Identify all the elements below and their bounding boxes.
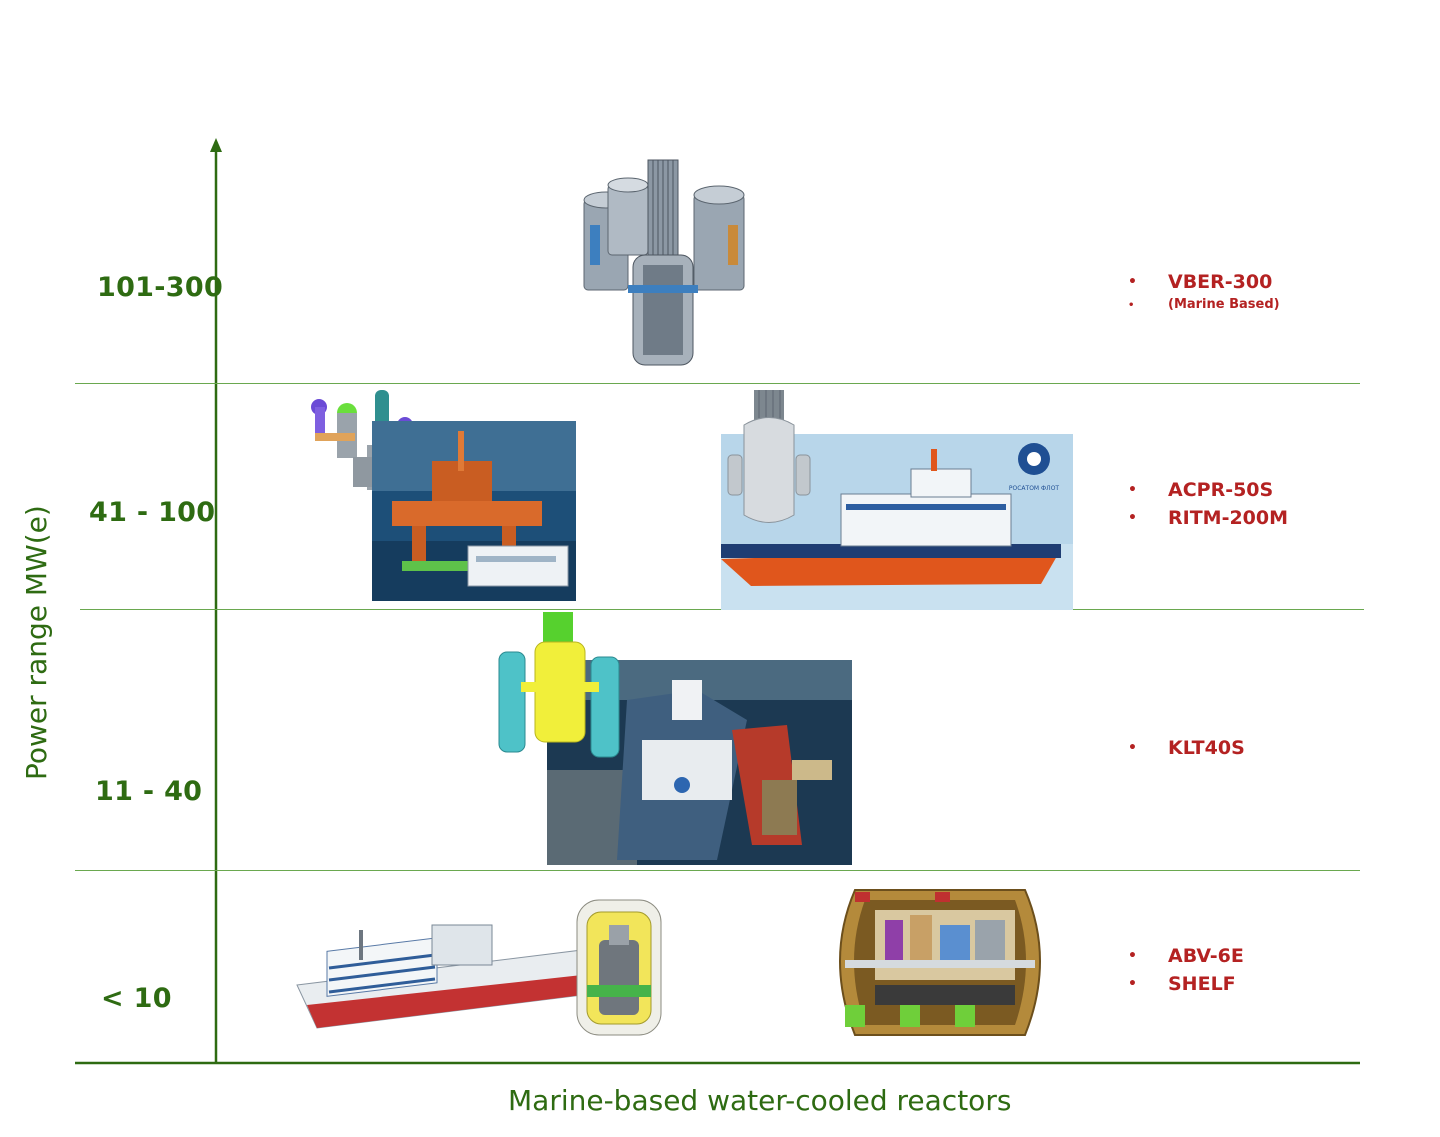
abv-barge-image <box>296 924 583 1029</box>
reactor-list-41-100: •ACPR-50S •RITM-200M <box>1128 476 1288 532</box>
klt-barge-image <box>547 660 852 865</box>
band-label-11-40: 11 - 40 <box>95 776 203 807</box>
reactor-name: RITM-200M <box>1168 507 1289 529</box>
x-axis-label: Marine-based water-cooled reactors <box>508 1084 1012 1117</box>
abv-reactor-image <box>576 899 662 1036</box>
vber-reactor-image <box>583 159 745 366</box>
reactor-name: SHELF <box>1168 973 1236 995</box>
reactor-list-101-300: •VBER-300 •(Marine Based) <box>1128 268 1280 314</box>
reactor-list-11-40: •KLT40S <box>1128 734 1245 762</box>
y-axis-label: Power range MW(e) <box>20 505 53 780</box>
band-divider-1 <box>75 383 1360 384</box>
shelf-capsule-image <box>839 889 1041 1036</box>
ritm-reactor-image <box>727 390 811 523</box>
reactor-name: VBER-300 <box>1168 271 1273 293</box>
acpr-platform-image <box>372 421 576 601</box>
band-label-lt-10: < 10 <box>101 983 172 1014</box>
band-label-41-100: 41 - 100 <box>89 497 216 528</box>
ritm-icebreaker-image: РОСАТОМ ФЛОТ <box>721 434 1073 610</box>
klt-reactor-image <box>498 612 620 758</box>
rosatom-logo-text: РОСАТОМ ФЛОТ <box>1009 485 1060 492</box>
reactor-name: ABV-6E <box>1168 945 1244 967</box>
reactor-name: KLT40S <box>1168 737 1245 759</box>
reactor-name: ACPR-50S <box>1168 479 1274 501</box>
band-label-101-300: 101-300 <box>97 272 224 303</box>
band-divider-3 <box>75 870 1360 871</box>
reactor-note: (Marine Based) <box>1168 297 1280 312</box>
reactor-list-lt-10: •ABV-6E •SHELF <box>1128 942 1244 998</box>
